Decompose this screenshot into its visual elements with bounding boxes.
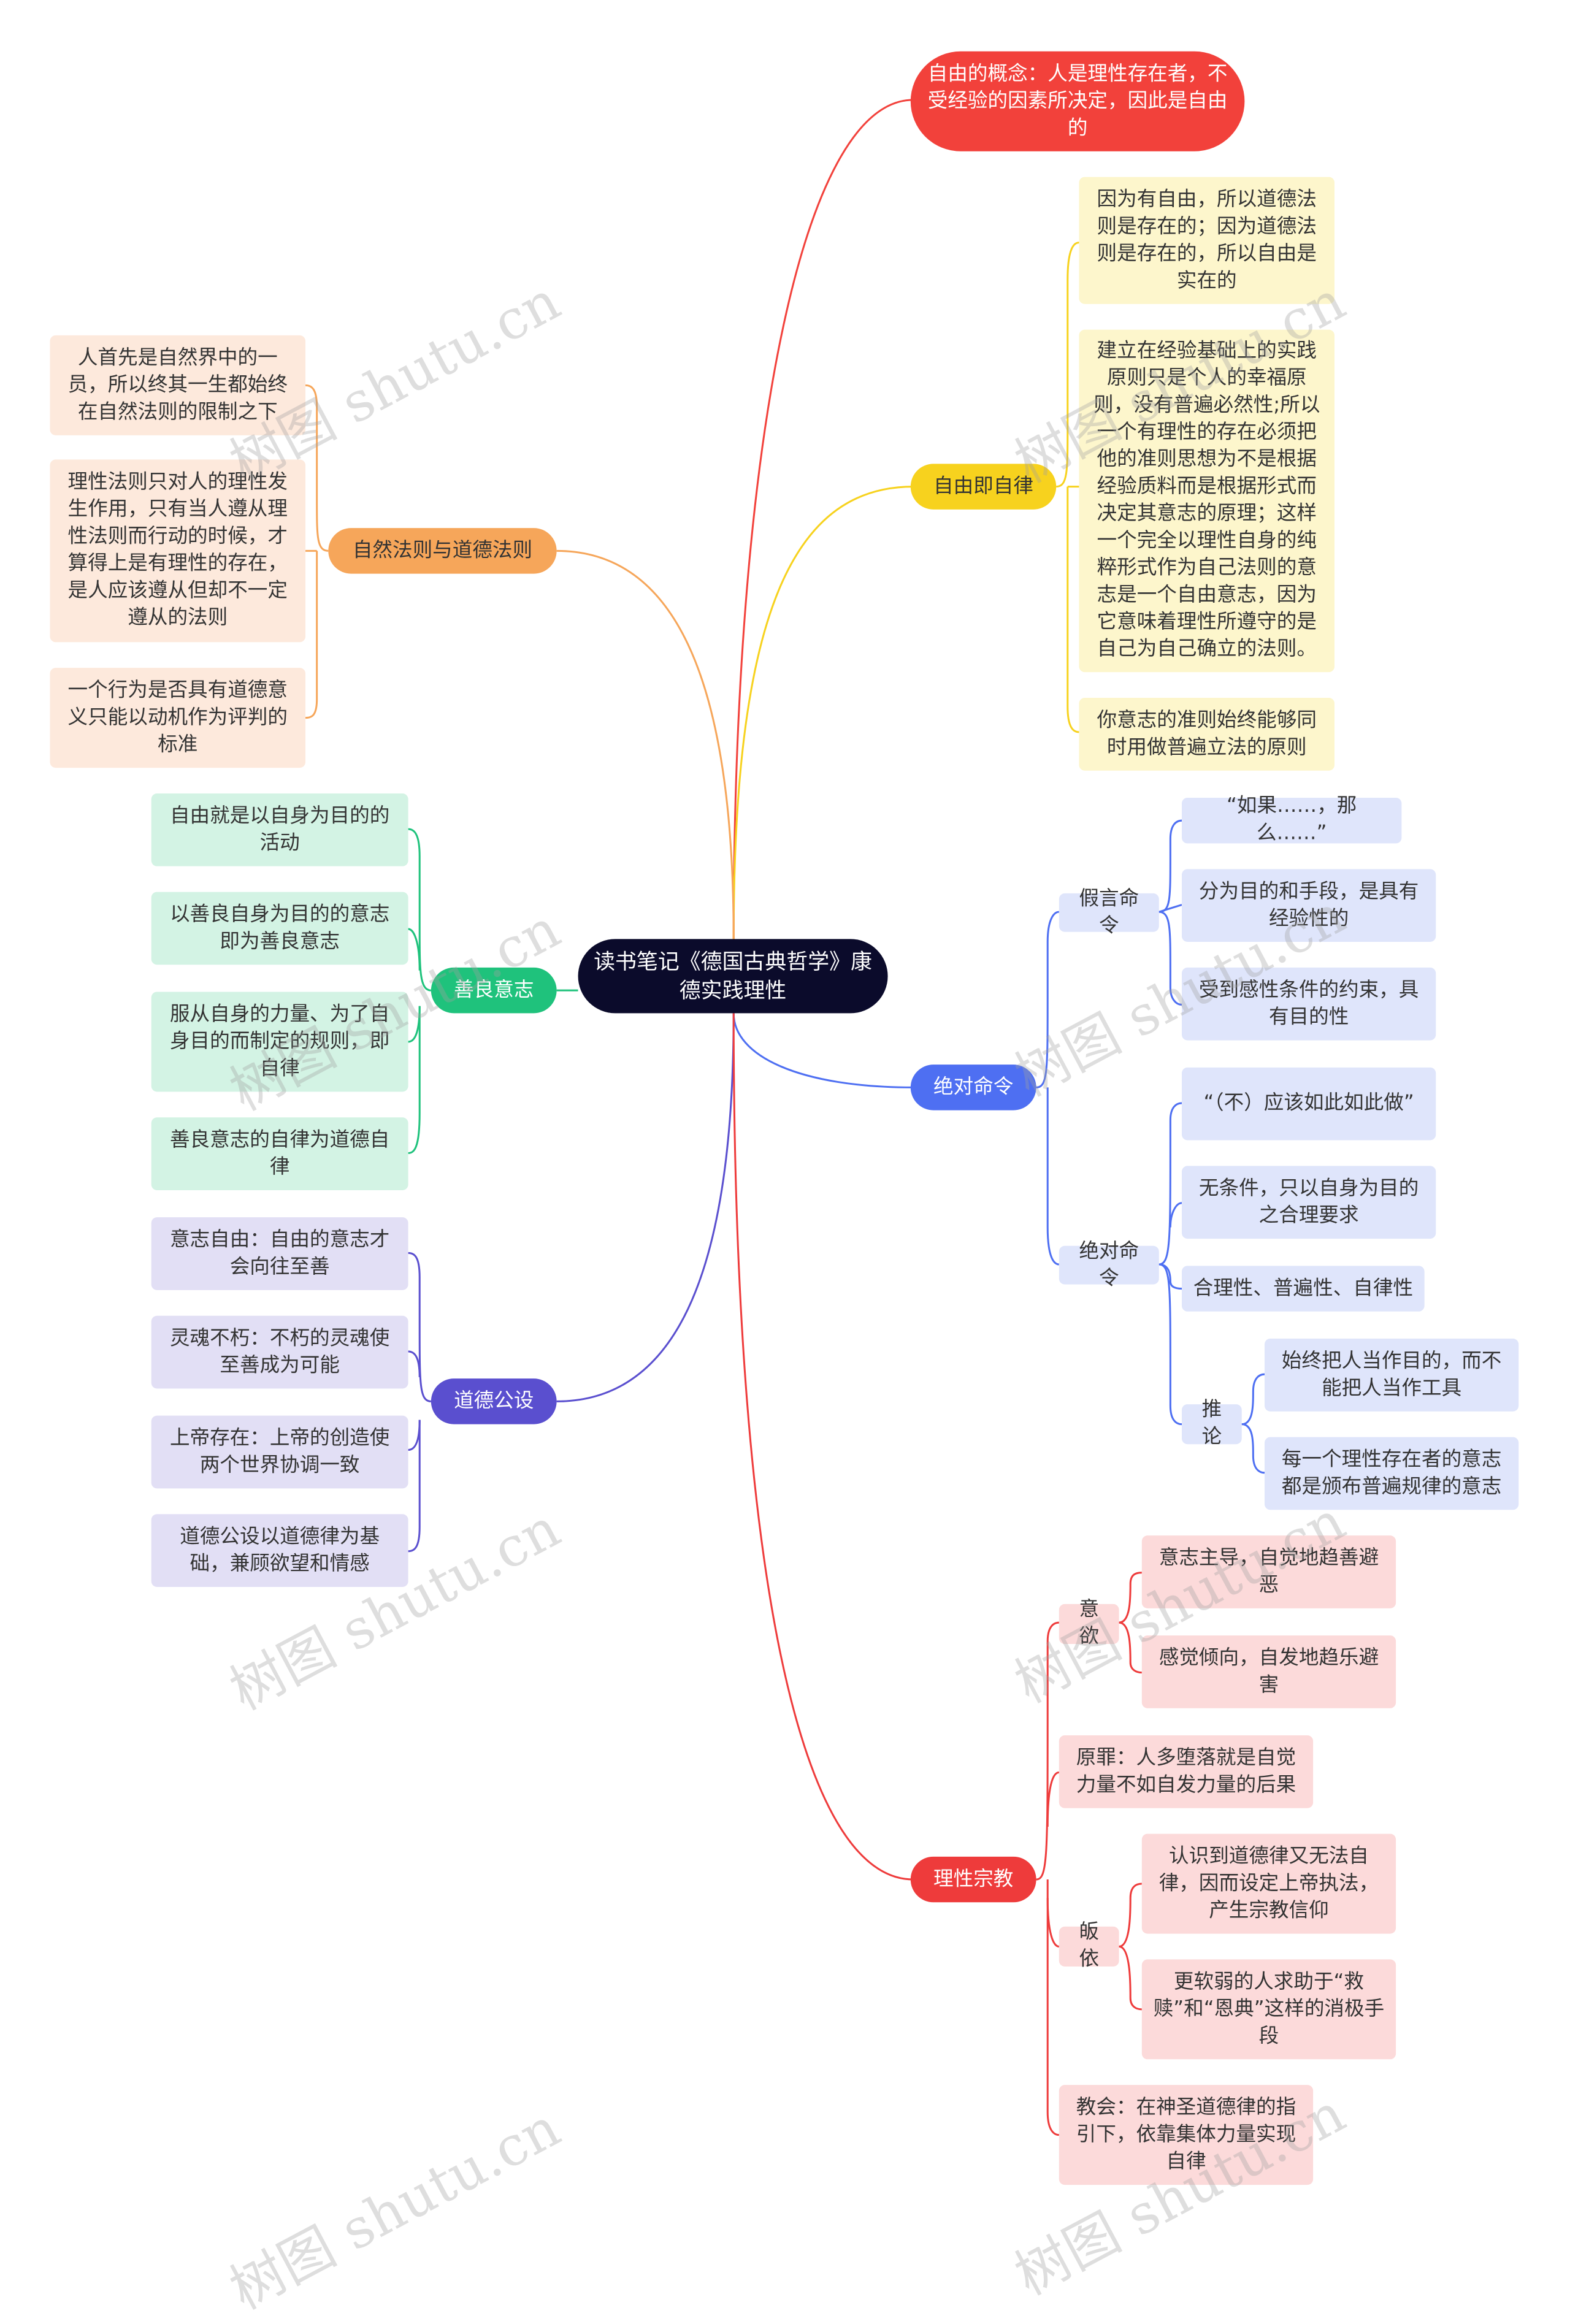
freedom-concept-node[interactable]: 自由的概念：人是理性存在者，不受经验的因素所决定，因此是自由的 (910, 51, 1245, 151)
connector-lines (305, 99, 1265, 2136)
postulate-item[interactable]: 灵魂不朽：不朽的灵魂使至善成为可能 (151, 1315, 408, 1389)
corollary-node[interactable]: 推论 (1182, 1399, 1242, 1448)
natural-law-item[interactable]: 一个行为是否具有道德意义只能以动机作为评判的标准 (50, 668, 306, 768)
good-will-item[interactable]: 善良意志的自律为道德自律 (151, 1117, 408, 1190)
corollary-item[interactable]: 始终把人当作目的，而不能把人当作工具 (1264, 1339, 1519, 1412)
autonomy-item[interactable]: 建立在经验基础上的实践原则只是个人的幸福原则，没有普遍必然性;所以一个有理性的存… (1079, 329, 1335, 673)
corollary-item[interactable]: 每一个理性存在者的意志都是颁布普遍规律的意志 (1264, 1437, 1519, 1510)
root-node[interactable]: 读书笔记《德国古典哲学》康德实践理性 (578, 939, 888, 1014)
postulate-item[interactable]: 道德公设以道德律为基础，兼顾欲望和情感 (151, 1514, 408, 1587)
desire-item[interactable]: 感觉倾向，自发地趋乐避害 (1141, 1635, 1396, 1708)
postulate-item[interactable]: 上帝存在：上帝的创造使两个世界协调一致 (151, 1415, 408, 1489)
hypothetical-node[interactable]: 假言命令 (1059, 887, 1159, 937)
categorical-node[interactable]: 绝对命令 (1059, 1239, 1159, 1290)
good-will-item[interactable]: 服从自身的力量、为了自身目的而制定的规则，即自律 (151, 992, 408, 1092)
autonomy-node[interactable]: 自由即自律 (910, 464, 1057, 510)
conversion-node[interactable]: 皈依 (1059, 1921, 1119, 1971)
natural-law-item[interactable]: 理性法则只对人的理性发生作用，只有当人遵从理性法则而行动的时候，才算得上是有理性… (50, 459, 306, 643)
mind-map-canvas: 读书笔记《德国古典哲学》康德实践理性 自由的概念：人是理性存在者，不受经验的因素… (50, 51, 1519, 2322)
natural-law-item[interactable]: 人首先是自然界中的一员，所以终其一生都始终在自然法则的限制之下 (50, 335, 306, 435)
hypothetical-item[interactable]: 受到感性条件的约束，具有目的性 (1182, 967, 1436, 1041)
autonomy-item[interactable]: 因为有自由，所以道德法则是存在的；因为道德法则是存在的，所以自由是实在的 (1079, 177, 1335, 304)
good-will-node[interactable]: 善良意志 (431, 967, 557, 1014)
postulate-item[interactable]: 意志自由：自由的意志才会向往至善 (151, 1217, 408, 1290)
hypothetical-item[interactable]: “如果……，那么……” (1182, 795, 1402, 845)
good-will-item[interactable]: 自由就是以自身为目的的活动 (151, 793, 408, 866)
natural-law-node[interactable]: 自然法则与道德法则 (328, 528, 557, 574)
categorical-item[interactable]: 无条件，只以自身为目的之合理要求 (1182, 1166, 1436, 1239)
hypothetical-item[interactable]: 分为目的和手段，是具有经验性的 (1182, 869, 1436, 942)
conversion-item[interactable]: 更软弱的人求助于“救赎”和“恩典”这样的消极手段 (1141, 1959, 1396, 2060)
church-node[interactable]: 教会：在神圣道德律的指引下，依靠集体力量实现自律 (1059, 2085, 1314, 2185)
categorical-item[interactable]: “（不）应该如此如此做” (1182, 1067, 1436, 1141)
conversion-item[interactable]: 认识到道德律又无法自律，因而设定上帝执法，产生宗教信仰 (1141, 1833, 1396, 1934)
desire-item[interactable]: 意志主导，自觉地趋善避恶 (1141, 1535, 1396, 1608)
religion-node[interactable]: 理性宗教 (910, 1856, 1036, 1903)
autonomy-item[interactable]: 你意志的准则始终能够同时用做普遍立法的原则 (1079, 698, 1335, 771)
categorical-item[interactable]: 合理性、普遍性、自律性 (1182, 1266, 1425, 1312)
desire-node[interactable]: 意欲 (1059, 1599, 1119, 1648)
imperative-node[interactable]: 绝对命令 (910, 1065, 1036, 1110)
original-sin-node[interactable]: 原罪：人多堕落就是自觉力量不如自发力量的后果 (1059, 1735, 1314, 1808)
postulates-node[interactable]: 道德公设 (431, 1378, 557, 1424)
good-will-item[interactable]: 以善良自身为目的的意志即为善良意志 (151, 892, 408, 965)
